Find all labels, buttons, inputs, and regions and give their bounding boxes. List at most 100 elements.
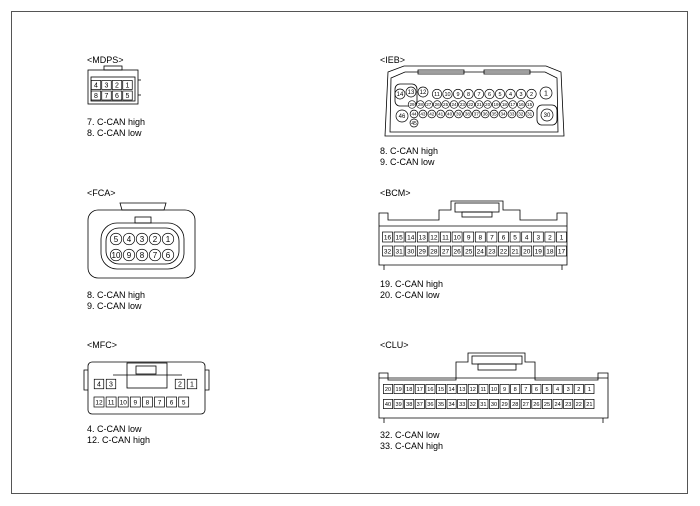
fca-pin-2-label: 2 xyxy=(153,235,158,244)
clu-pin-23-label: 23 xyxy=(565,402,571,408)
ieb-pin-23-label: 23 xyxy=(460,102,466,107)
clu-pin-16-label: 16 xyxy=(427,387,433,393)
ieb-pin-18: 18 xyxy=(500,100,509,109)
fca-pin-9-label: 9 xyxy=(127,251,132,260)
bcm-connector-body xyxy=(378,200,568,270)
fca-connector-body xyxy=(87,202,196,279)
clu-pin-24: 24 xyxy=(552,399,563,409)
bcm-pin-2: 2 xyxy=(544,231,556,243)
bcm-pin-6: 6 xyxy=(498,231,509,243)
mfc-pin-7-label: 7 xyxy=(158,399,162,406)
clu-pin-10-label: 10 xyxy=(491,387,497,393)
ieb-pin-2-label: 2 xyxy=(530,92,533,98)
ieb-pin-10: 10 xyxy=(442,88,453,100)
mfc-connector-body xyxy=(83,361,210,415)
ieb-pin-15: 15 xyxy=(525,100,534,109)
ieb-note-1: 8. C-CAN high xyxy=(380,146,439,156)
clu-pin-26: 26 xyxy=(531,399,542,409)
ieb-pin-1-label: 1 xyxy=(544,91,548,98)
ieb-pin-38-label: 38 xyxy=(465,112,471,117)
ieb-pin-6: 6 xyxy=(484,88,495,100)
bcm-pin-18-label: 18 xyxy=(546,248,554,255)
clu-pin-37: 37 xyxy=(414,399,425,409)
fca-pin-8: 8 xyxy=(135,248,149,262)
clu-pin-14: 14 xyxy=(446,384,457,394)
bcm-pin-1: 1 xyxy=(556,231,567,243)
clu-title: <CLU> xyxy=(380,340,409,350)
mdps-pin-4-label: 4 xyxy=(94,83,98,90)
bcm-pin-31: 31 xyxy=(393,245,405,257)
bcm-pin-19: 19 xyxy=(532,245,544,257)
bcm-pin-25: 25 xyxy=(463,245,475,257)
clu-pin-25: 25 xyxy=(542,399,552,409)
mdps-pin-8: 8 xyxy=(90,90,102,101)
clu-pin-4: 4 xyxy=(552,384,563,394)
ieb-pin-6-label: 6 xyxy=(488,92,491,98)
bcm-pin-11: 11 xyxy=(440,231,451,243)
ieb-pin-32-label: 32 xyxy=(518,112,524,117)
fca-pin-5-label: 5 xyxy=(114,235,119,244)
clu-pin-24-label: 24 xyxy=(554,402,560,408)
bcm-pin-8-label: 8 xyxy=(478,234,482,241)
ieb-pin-24-label: 24 xyxy=(451,102,457,107)
clu-pin-3-label: 3 xyxy=(567,387,570,393)
clu-pin-39-label: 39 xyxy=(395,402,401,408)
ieb-pin-5: 5 xyxy=(494,88,506,100)
mfc-pin-2: 2 xyxy=(174,378,186,390)
ieb-pin-17: 17 xyxy=(508,100,517,109)
bcm-pin-25-label: 25 xyxy=(465,248,473,255)
clu-pin-13-label: 13 xyxy=(459,387,465,393)
bcm-pin-4: 4 xyxy=(521,231,533,243)
clu-pin-35-label: 35 xyxy=(438,402,444,408)
clu-pin-13: 13 xyxy=(457,384,468,394)
mfc-pin-12-label: 12 xyxy=(95,399,103,406)
clu-pin-1: 1 xyxy=(584,384,595,394)
clu-pin-20-label: 20 xyxy=(385,387,391,393)
clu-pin-20: 20 xyxy=(383,384,393,394)
ieb-pin-22: 22 xyxy=(466,100,475,109)
mfc-pin-11-label: 11 xyxy=(108,399,115,406)
clu-pin-35: 35 xyxy=(436,399,446,409)
bcm-title: <BCM> xyxy=(380,188,411,198)
bcm-pin-30-label: 30 xyxy=(407,248,415,255)
ieb-pin-41-label: 41 xyxy=(438,112,444,117)
bcm-pin-29-label: 29 xyxy=(419,248,427,255)
mdps-pin-2-label: 2 xyxy=(115,83,119,90)
clu-connector-body xyxy=(378,352,609,423)
ieb-pin-43: 43 xyxy=(418,109,428,119)
mfc-pin-2-label: 2 xyxy=(178,382,182,389)
mfc-note-1: 4. C-CAN low xyxy=(87,424,142,434)
bcm-pin-16: 16 xyxy=(382,231,393,243)
mfc-pin-1-label: 1 xyxy=(190,382,194,389)
mfc-note-2: 12. C-CAN high xyxy=(87,435,151,445)
ieb-pin-9: 9 xyxy=(452,88,464,100)
mfc-pin-7: 7 xyxy=(154,396,165,408)
mfc-pin-10-label: 10 xyxy=(120,399,128,406)
bcm-pin-26-label: 26 xyxy=(453,248,461,255)
clu-pin-26-label: 26 xyxy=(533,402,539,408)
clu-pin-1-label: 1 xyxy=(588,387,591,393)
ieb-title: <IEB> xyxy=(380,55,406,65)
fca-pin-3: 3 xyxy=(135,232,149,246)
fca-note-1: 8. C-CAN high xyxy=(87,290,146,300)
fca-pin-8-label: 8 xyxy=(140,251,145,260)
bcm-pin-10: 10 xyxy=(451,231,463,243)
clu-pin-37-label: 37 xyxy=(417,402,423,408)
mdps-pin-5: 5 xyxy=(122,90,133,101)
bcm-pin-16-label: 16 xyxy=(384,234,392,241)
mfc-pin-10: 10 xyxy=(117,396,129,408)
clu-pin-8: 8 xyxy=(510,384,521,394)
clu-pin-18: 18 xyxy=(404,384,415,394)
fca-pin-4-label: 4 xyxy=(127,235,132,244)
fca-pin-3-label: 3 xyxy=(140,235,145,244)
bcm-pin-22: 22 xyxy=(498,245,509,257)
mdps-note-1: 7. C-CAN high xyxy=(87,117,146,127)
clu-pin-12-label: 12 xyxy=(470,387,476,393)
ieb-pin-45-label: 45 xyxy=(411,121,417,127)
mdps-pin-8-label: 8 xyxy=(94,93,98,100)
clu-pin-36: 36 xyxy=(425,399,436,409)
fca-pin-4: 4 xyxy=(122,232,136,246)
ieb-pin-26: 26 xyxy=(433,100,442,109)
ieb-pin-46-label: 46 xyxy=(399,114,406,120)
fca-pin-1-label: 1 xyxy=(166,235,171,244)
